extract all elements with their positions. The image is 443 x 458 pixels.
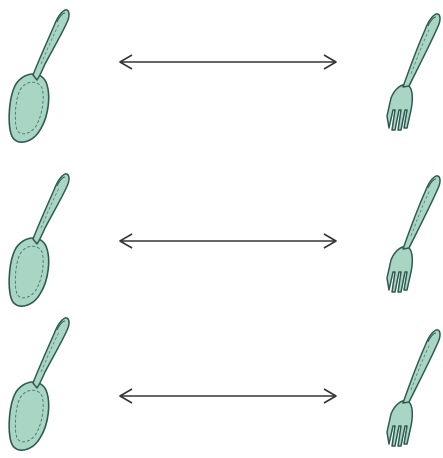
spoon-icon[interactable] <box>9 318 69 450</box>
fork-icon[interactable] <box>387 176 440 292</box>
spoon-icon[interactable] <box>9 174 69 306</box>
double-arrow-icon[interactable] <box>120 234 336 248</box>
fork-icon[interactable] <box>387 14 440 130</box>
fork-icon[interactable] <box>387 330 440 446</box>
double-arrow-icon[interactable] <box>120 389 336 403</box>
match-row-3 <box>9 318 440 450</box>
match-row-2 <box>9 174 440 306</box>
match-row-1 <box>9 10 440 142</box>
spoon-icon[interactable] <box>9 10 69 142</box>
double-arrow-icon[interactable] <box>120 55 336 69</box>
